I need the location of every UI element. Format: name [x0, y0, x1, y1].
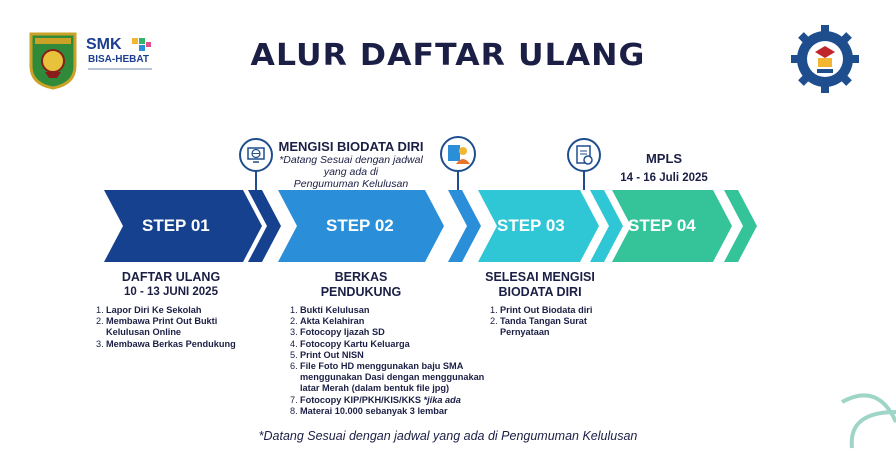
step-03-label: STEP 03: [497, 216, 565, 235]
step-01-chevron: [248, 190, 281, 262]
list-item: 3.Membawa Berkas Pendukung: [96, 338, 236, 349]
step-02-label: STEP 02: [326, 216, 394, 235]
step-03-chevron: [590, 190, 623, 262]
list-item: 2.Akta Kelahiran: [290, 316, 365, 327]
list-item: 1.Lapor Diri Ke Sekolah: [96, 305, 202, 315]
col2-list: 1.Bukti Kelulusan 2.Akta Kelahiran 3.Fot…: [290, 305, 496, 417]
icon-stem: [583, 168, 585, 190]
list-item: 5.Print Out NISN: [290, 349, 364, 360]
col3-list: 1.Print Out Biodata diri 2.Tanda Tangan …: [490, 305, 614, 339]
mpls-title: MPLS: [645, 151, 683, 166]
smk-logo-tagline: [88, 68, 152, 70]
list-item: 2.Tanda Tangan Surat Pernyataan: [490, 316, 587, 338]
step-arrows: [104, 190, 757, 262]
step-01-arrow: [104, 190, 262, 262]
mpls-date: 14 - 16 Juli 2025: [620, 172, 708, 184]
list-item: 2.Membawa Print Out Bukti Kelulusan Onli…: [96, 316, 218, 338]
step2-note-line1: *Datang Sesuai dengan jadwal: [279, 154, 423, 166]
step2-top-title: MENGISI BIODATA DIRI: [278, 139, 424, 154]
col2-title-line2: PENDUKUNG: [320, 285, 402, 299]
smk-logo-subtitle: BISA-HEBAT: [88, 54, 149, 65]
col2-title-line1: BERKAS: [334, 270, 388, 284]
col3-title-line2: BIODATA DIRI: [498, 285, 582, 299]
list-item: 1.Print Out Biodata diri: [490, 305, 593, 315]
list-item: 6.File Foto HD menggunakan baju SMA meng…: [290, 361, 485, 394]
globe-computer-icon: [239, 138, 273, 172]
icon-stem: [255, 168, 257, 190]
step-02-arrow: [278, 190, 444, 262]
step-04-chevron: [724, 190, 757, 262]
list-item: 7.Fotocopy KIP/PKH/KIS/KKS *jika ada: [290, 394, 461, 405]
step-04-arrow: [612, 190, 732, 262]
step-04-label: STEP 04: [628, 216, 696, 235]
smk-logo-mark: [132, 38, 151, 51]
step2-note-line2: yang ada di: [323, 166, 379, 178]
school-gear-emblem-logo: [791, 25, 859, 93]
col1-title: DAFTAR ULANG: [121, 270, 221, 284]
step-03-arrow: [478, 190, 599, 262]
smk-logo-text: SMK: [86, 36, 122, 53]
page-title: ALUR DAFTAR ULANG: [250, 38, 646, 73]
list-item: 4.Fotocopy Kartu Keluarga: [290, 338, 410, 349]
smk-bisa-hebat-logo: SMK BISA-HEBAT: [86, 36, 158, 76]
list-item: 1.Bukti Kelulusan: [290, 305, 370, 315]
col1-date: 10 - 13 JUNI 2025: [124, 286, 218, 298]
step2-note-line3: Pengumuman Kelulusan: [293, 178, 409, 190]
person-document-icon: [440, 136, 476, 172]
col3-title-line1: SELESAI MENGISI: [485, 270, 595, 284]
icon-stem: [457, 170, 459, 190]
regional-emblem-logo: [29, 32, 77, 90]
gear-document-icon: [567, 138, 601, 172]
list-item: 3.Fotocopy Ijazah SD: [290, 327, 385, 338]
list-item: 8.Materai 10.000 sebanyak 3 lembar: [290, 405, 448, 416]
step-02-chevron: [448, 190, 481, 262]
footer-note: *Datang Sesuai dengan jadwal yang ada di…: [258, 429, 638, 443]
step-01-label: STEP 01: [142, 216, 210, 235]
decorative-leaf-shape: [841, 393, 896, 449]
col1-list: 1.Lapor Diri Ke Sekolah 2.Membawa Print …: [96, 305, 256, 350]
